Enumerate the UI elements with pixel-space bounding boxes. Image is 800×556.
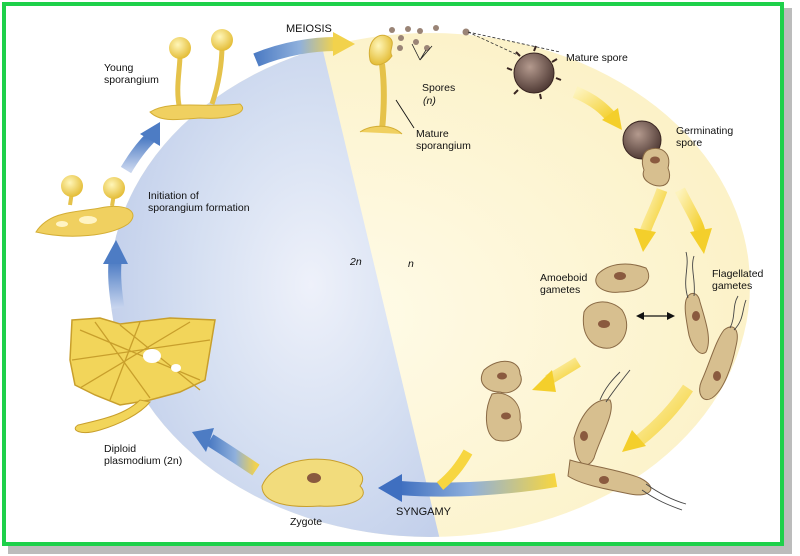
spores-illustration <box>389 25 561 61</box>
green-frame <box>2 2 784 546</box>
syngamy-arrow <box>399 473 558 497</box>
frame-shadow-bottom <box>8 546 792 554</box>
label-flagellated-gametes: Flagellated gametes <box>712 268 764 292</box>
cycle-arrows <box>103 32 712 502</box>
leader-lines <box>395 99 415 129</box>
meiosis-arrow <box>253 37 336 67</box>
arrow-to-young-sporangium <box>120 133 155 174</box>
exchange-double-arrow <box>636 312 675 320</box>
label-initiation: Initiation of sporangium formation <box>148 190 250 214</box>
arrow-flagellated-fusion <box>636 384 693 445</box>
mature-sporangium-illustration <box>359 34 403 135</box>
syngamy-join <box>436 449 473 490</box>
plasmodium-illustration <box>69 317 216 433</box>
germinating-spore-illustration <box>622 120 671 187</box>
arrow-to-germinating-head <box>602 108 622 130</box>
young-sporangium-illustration <box>149 29 243 121</box>
label-spores-ploidy: (n) <box>423 95 436 107</box>
arrow-to-young-sporangium-head <box>140 122 160 146</box>
arrow-to-amoeboid <box>639 188 668 234</box>
initiation-illustration <box>35 175 134 237</box>
arrow-flagellated-fusion-head <box>622 430 646 452</box>
label-haploid-phase: n <box>408 258 414 270</box>
flagellated-gametes-illustration <box>684 251 747 400</box>
label-syngamy: SYNGAMY <box>396 506 452 518</box>
label-diploid-phase: 2n <box>350 256 362 268</box>
flagellated-pair-illustration <box>567 369 687 511</box>
diploid-region <box>110 33 440 537</box>
amoeboid-gametes-illustration <box>582 263 650 349</box>
arrow-to-plasmodium <box>206 434 260 476</box>
arrow-to-plasmodium-head <box>192 428 214 452</box>
mature-spore-illustration <box>506 45 562 100</box>
zygote-illustration <box>261 458 364 507</box>
label-germinating-spore: Germinating spore <box>676 125 734 149</box>
arrow-amoeboid-fusion-head <box>532 370 556 392</box>
label-zygote: Zygote <box>290 516 323 528</box>
label-spores: Spores <box>422 82 456 94</box>
arrow-to-initiation-head <box>103 240 128 264</box>
label-mature-spore: Mature spore <box>566 52 628 64</box>
label-amoeboid-gametes: Amoeboid gametes <box>540 272 588 296</box>
arrow-to-amoeboid-head <box>634 228 656 252</box>
frame-shadow-right <box>784 8 792 554</box>
amoeboid-pair-illustration <box>480 360 522 442</box>
syngamy-arrowhead <box>378 474 402 502</box>
label-mature-sporangium: Mature sporangium <box>416 128 471 152</box>
arrow-to-flagellated-head <box>690 228 712 254</box>
arrow-to-flagellated <box>675 187 706 234</box>
label-young-sporangium: Young sporangium <box>104 62 159 86</box>
label-meiosis: MEIOSIS <box>286 23 332 35</box>
arrow-to-initiation <box>108 261 125 310</box>
meiosis-arrowhead <box>333 32 355 56</box>
label-diploid-plasmodium: Diploid plasmodium (2n) <box>104 443 183 467</box>
